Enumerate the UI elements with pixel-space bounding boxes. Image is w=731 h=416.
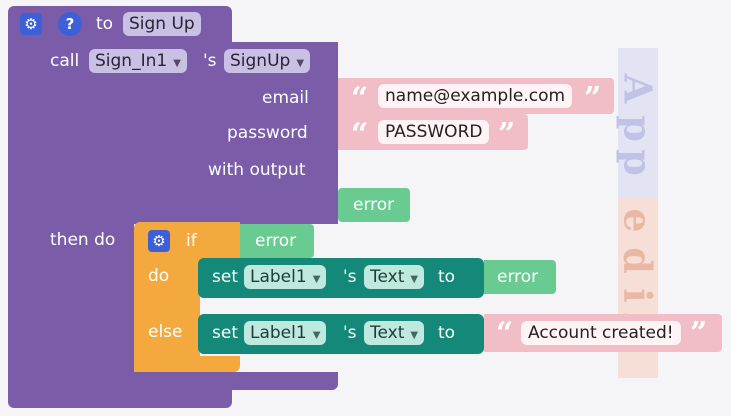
password-input[interactable]: PASSWORD	[378, 120, 490, 144]
close-quote-icon: ”	[498, 117, 516, 152]
close-quote-icon: ”	[690, 316, 708, 351]
set-else-component-dropdown[interactable]: Label1 ▼	[244, 321, 327, 345]
call-block-left-arm	[36, 222, 134, 380]
if-condition-label: error	[255, 231, 297, 251]
set-else-property-dropdown[interactable]: Text ▼	[364, 321, 425, 345]
component-dropdown[interactable]: Sign_In1 ▼	[89, 49, 187, 73]
procedure-name-field[interactable]: Sign Up	[123, 12, 201, 36]
chevron-down-icon: ▼	[296, 58, 305, 69]
set-else-to-label: to	[438, 323, 456, 343]
procedure-to-label: to	[96, 14, 114, 34]
else-label: else	[148, 322, 183, 342]
chevron-down-icon: ▼	[410, 330, 419, 341]
if-block-left-arm	[134, 258, 200, 372]
chevron-down-icon: ▼	[410, 274, 419, 285]
set-do-component: Label1	[250, 267, 307, 287]
chevron-down-icon: ▼	[312, 330, 321, 341]
watermark: A p p e d i A	[612, 48, 664, 378]
chevron-down-icon: ▼	[173, 58, 181, 69]
if-block-footer	[134, 356, 240, 372]
set-else-label: set	[212, 323, 238, 343]
if-label: if	[186, 231, 197, 251]
with-output-label: with output	[208, 160, 306, 180]
call-label: call	[50, 51, 80, 71]
procedure-name: Sign Up	[129, 14, 195, 34]
set-else-property: Text	[370, 323, 405, 343]
email-input[interactable]: name@example.com	[378, 84, 573, 108]
password-value: PASSWORD	[385, 122, 483, 142]
call-block-footer	[36, 372, 338, 390]
procedure-block-body	[8, 40, 38, 392]
set-do-component-dropdown[interactable]: Label1 ▼	[244, 265, 327, 289]
set-else-value: Account created!	[528, 323, 674, 343]
output-variable-block[interactable]	[338, 188, 410, 222]
help-icon[interactable]: ?	[58, 12, 82, 36]
close-quote-icon: ”	[584, 81, 602, 116]
open-quote-icon: “	[351, 81, 369, 116]
open-quote-icon: “	[496, 316, 514, 351]
if-condition-block[interactable]	[240, 224, 314, 258]
gear-icon[interactable]: ⚙	[148, 230, 170, 252]
method-name: SignUp	[230, 51, 291, 71]
email-value: name@example.com	[385, 86, 566, 106]
set-do-possessive: 's	[343, 267, 357, 287]
set-else-value-input[interactable]: Account created!	[521, 321, 681, 345]
gear-icon[interactable]: ⚙	[20, 13, 42, 35]
set-do-label: set	[212, 267, 238, 287]
open-quote-icon: “	[351, 117, 369, 152]
set-else-component: Label1	[250, 323, 307, 343]
component-name: Sign_In1	[95, 51, 168, 71]
set-do-to-label: to	[438, 267, 456, 287]
possessive-label: 's	[203, 51, 217, 71]
set-do-property-dropdown[interactable]: Text ▼	[364, 265, 425, 289]
method-dropdown[interactable]: SignUp ▼	[224, 49, 311, 73]
set-do-value-block[interactable]	[484, 260, 556, 294]
do-label: do	[148, 266, 170, 286]
output-variable-label: error	[353, 195, 395, 215]
param-password-label: password	[227, 123, 308, 143]
set-do-value-label: error	[497, 267, 539, 287]
set-else-possessive: 's	[343, 323, 357, 343]
procedure-block-footer	[8, 388, 232, 408]
set-do-property: Text	[370, 267, 405, 287]
then-do-label: then do	[50, 230, 116, 250]
param-email-label: email	[262, 88, 309, 108]
chevron-down-icon: ▼	[312, 274, 321, 285]
